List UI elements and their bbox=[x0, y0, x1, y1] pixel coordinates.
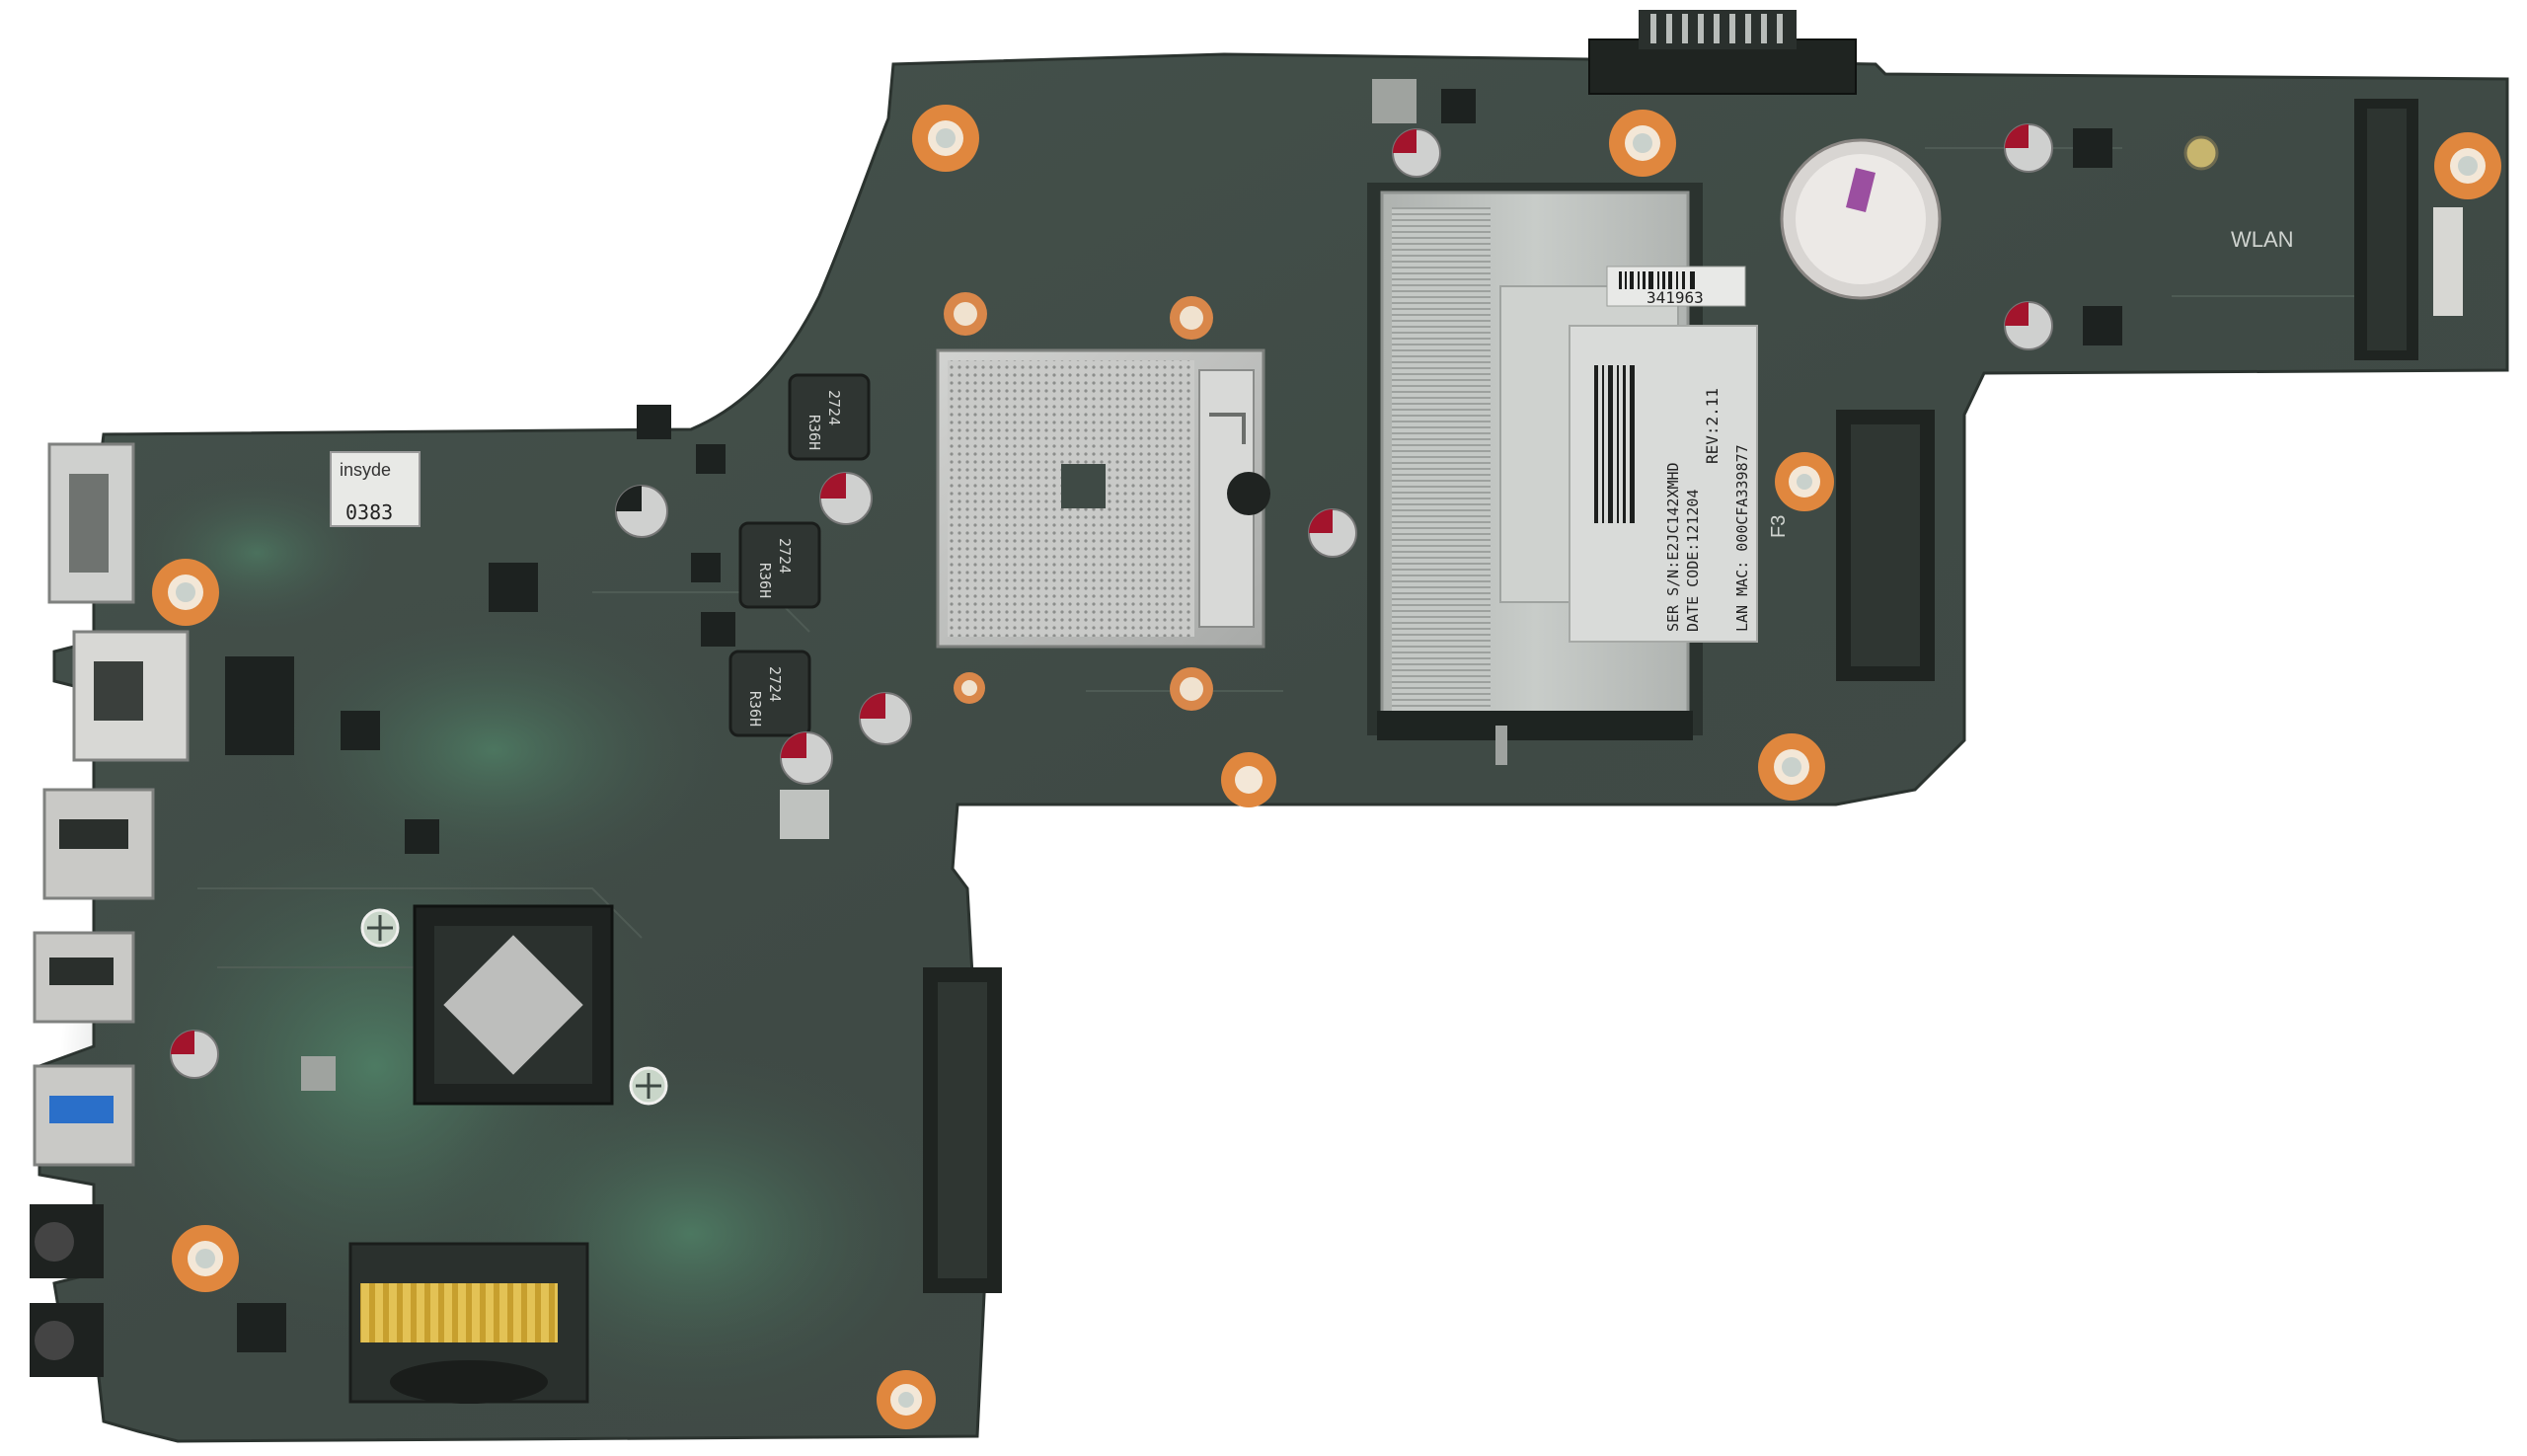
insyde-code-text: 0383 bbox=[345, 500, 393, 524]
insyde-brand-text: insyde bbox=[340, 460, 391, 480]
wlan-slot: WLAN bbox=[2183, 99, 2463, 360]
inductors: 2724 R36H 2724 R36H 2724 R36H bbox=[728, 373, 871, 737]
chipset bbox=[413, 904, 614, 1106]
serial-sticker: REV:2.11 SER S/N:E2JC142XMHD DATE CODE:1… bbox=[1569, 325, 1758, 643]
top-connector bbox=[1588, 10, 1857, 95]
barcode-number-text: 341963 bbox=[1646, 288, 1704, 307]
coin-cell-battery bbox=[1780, 138, 1942, 300]
sticker-date-text: DATE CODE:121204 bbox=[1684, 490, 1702, 633]
sticker-ser-text: SER S/N:E2JC142XMHD bbox=[1664, 462, 1682, 632]
inductor-3: 2724 R36H bbox=[728, 650, 811, 737]
cpu-socket bbox=[936, 348, 1270, 649]
wlan-label: WLAN bbox=[2231, 227, 2294, 252]
inductor-2-top-text: 2724 bbox=[776, 538, 794, 574]
sd-card-reader bbox=[348, 1242, 589, 1404]
inductor-1: 2724 R36H bbox=[788, 373, 871, 461]
capacitors bbox=[170, 123, 2053, 1079]
inductor-1-bottom-text: R36H bbox=[805, 415, 823, 450]
inductor-2: 2724 R36H bbox=[738, 521, 821, 609]
left-ports bbox=[30, 442, 190, 1377]
sticker-rev-text: REV:2.11 bbox=[1703, 388, 1722, 464]
f3-label: F3 bbox=[1768, 515, 1790, 538]
inductor-3-bottom-text: R36H bbox=[746, 691, 764, 727]
sata-connector-bottom bbox=[923, 967, 1002, 1293]
sata-connector-right: F3 bbox=[1768, 410, 1935, 681]
mount-holes bbox=[152, 105, 2501, 1429]
insyde-sticker: insyde 0383 bbox=[330, 451, 421, 527]
inductor-1-top-text: 2724 bbox=[825, 390, 843, 425]
screw-marks bbox=[360, 908, 668, 1106]
barcode-label: 341963 bbox=[1606, 266, 1746, 307]
sticker-lan-text: LAN MAC: 000CFA339877 bbox=[1733, 444, 1751, 632]
small-chips bbox=[225, 79, 2122, 1352]
inductor-3-top-text: 2724 bbox=[766, 666, 784, 702]
inductor-2-bottom-text: R36H bbox=[756, 563, 774, 598]
